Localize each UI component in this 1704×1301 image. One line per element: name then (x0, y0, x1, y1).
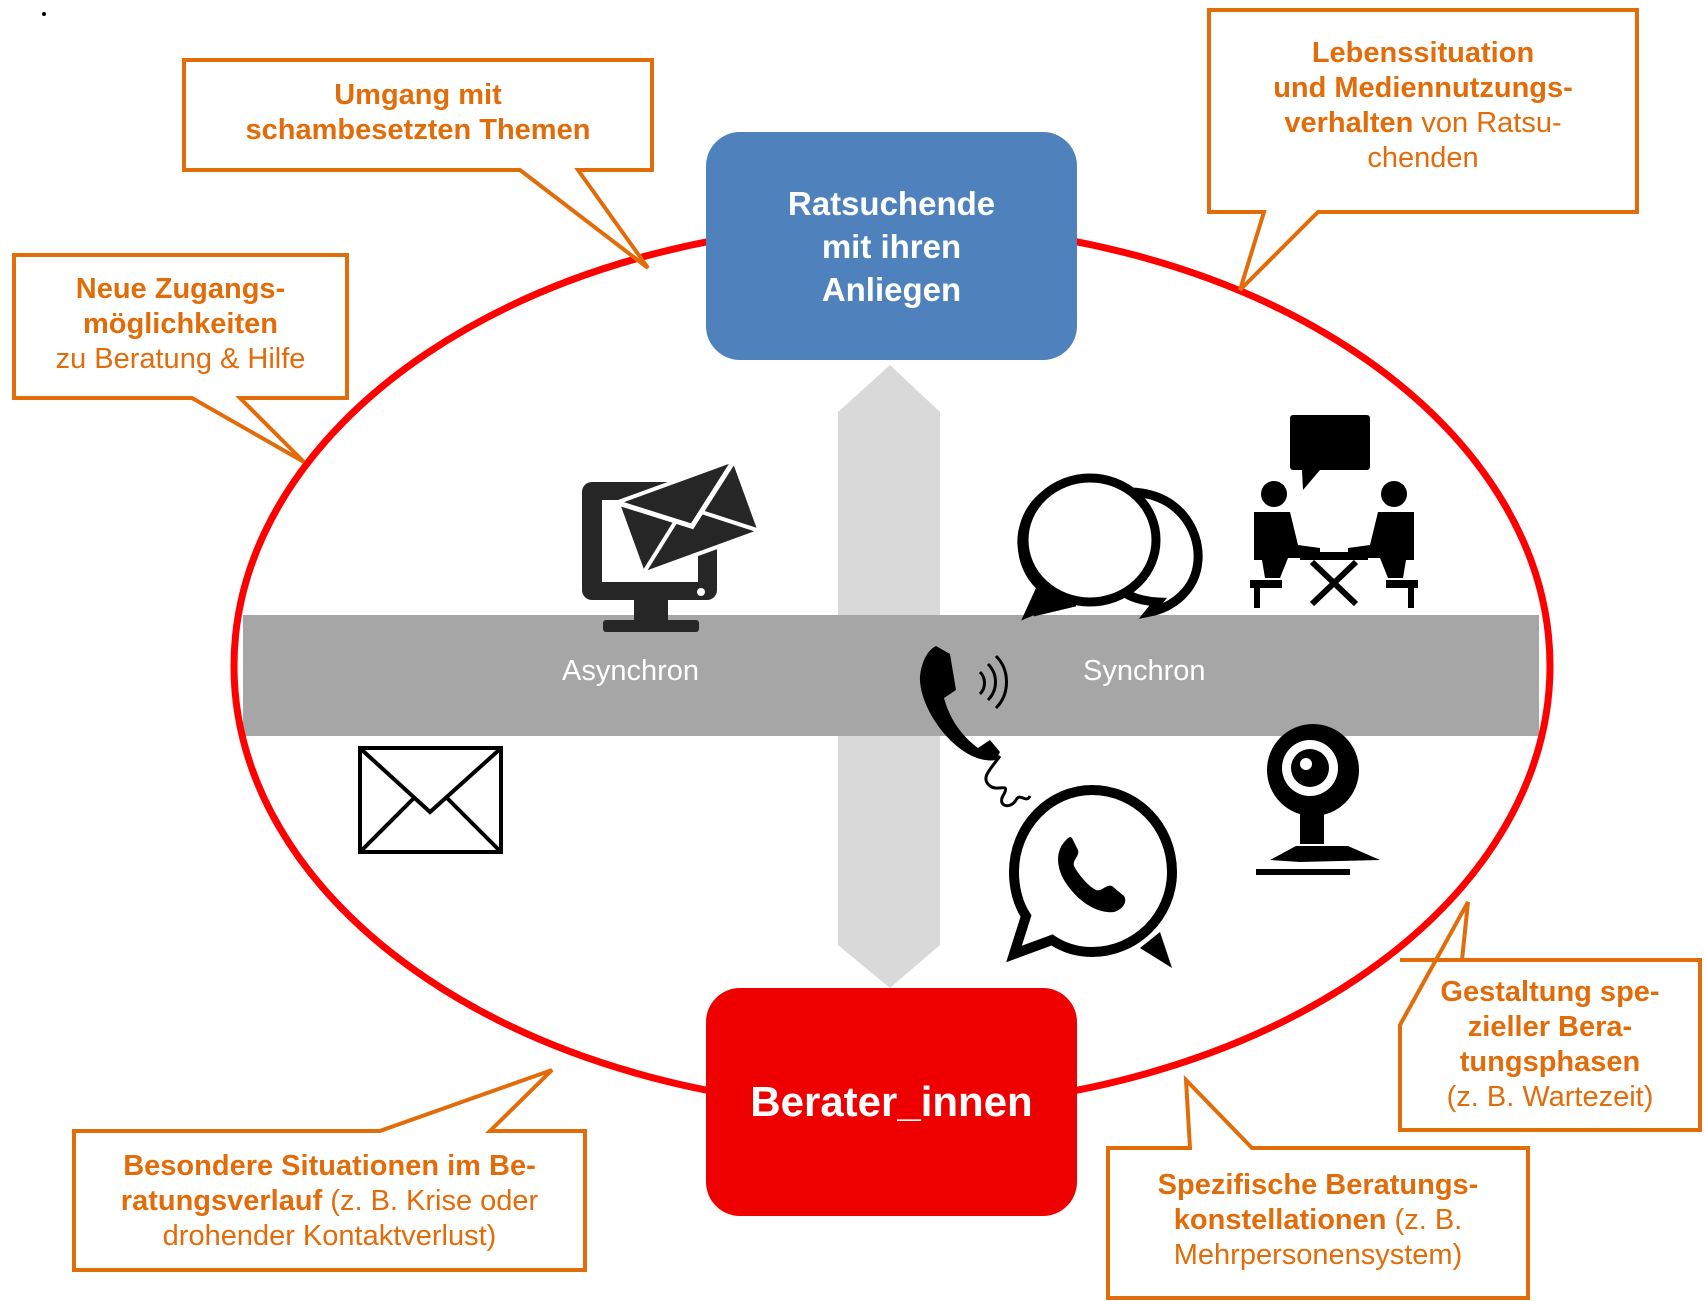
gestaltung-line-4: (z. B. Wartezeit) (1446, 1081, 1654, 1113)
computer-email-icon (582, 457, 763, 632)
neue-line-3: zu Beratung & Hilfe (55, 343, 306, 375)
lebens-line-3: verhalten von Ratsu- (1211, 106, 1635, 141)
callout-umgang-shape (182, 58, 654, 270)
spezifische-line-1: Spezifische Beratungs- (1157, 1169, 1479, 1201)
besondere-line-3: drohender Kontaktverlust) (162, 1220, 497, 1252)
gestaltung-line-2: zieller Bera- (1467, 1011, 1633, 1043)
neue-line-1: Neue Zugangs- (75, 273, 286, 305)
callout-lebens-shape (1207, 8, 1639, 292)
callout-spezifische-shape (1106, 1074, 1530, 1300)
umgang-line-2: schambesetzten Themen (245, 114, 591, 146)
callout-spezifische: Spezifische Beratungs- konstellationen (… (1110, 1168, 1526, 1273)
callout-gestaltung: Gestaltung spe- zieller Bera- tungsphase… (1402, 975, 1698, 1115)
gestaltung-line-1: Gestaltung spe- (1440, 976, 1660, 1008)
lebens-line-2: und Mediennutzungs- (1273, 72, 1573, 104)
face-to-face-meeting-icon (1250, 415, 1418, 608)
chat-bubbles-icon (1017, 473, 1203, 621)
synchron-label: Synchron (1083, 655, 1206, 687)
lebens-line-3-bold: verhalten (1284, 107, 1414, 139)
callout-lebens: Lebenssituation und Mediennutzungs- verh… (1211, 36, 1635, 176)
lebens-line-4: chenden (1367, 142, 1479, 174)
besondere-line-2-rest: (z. B. Krise oder (322, 1185, 539, 1217)
umgang-line-1: Umgang mit (334, 79, 502, 111)
callout-neue-shape (12, 253, 349, 464)
spezifische-line-2: konstellationen (z. B. (1110, 1203, 1526, 1238)
ratsuchende-line-1: Ratsuchende (787, 184, 996, 222)
callout-gestaltung-shape (1398, 901, 1702, 1132)
asynchron-label: Asynchron (562, 655, 700, 687)
callout-umgang: Umgang mit schambesetzten Themen (186, 78, 650, 148)
spezifische-line-3: Mehrpersonensystem) (1173, 1239, 1463, 1271)
gestaltung-line-3: tungsphasen (1459, 1046, 1641, 1078)
berater-label: Berater_innen (706, 988, 1077, 1216)
stray-dot (42, 12, 46, 16)
ratsuchende-line-2: mit ihren (821, 227, 962, 265)
neue-line-2: möglichkeiten (83, 308, 278, 340)
whatsapp-icon (1006, 784, 1178, 968)
telephone-icon (919, 646, 1032, 808)
besondere-line-2: ratungsverlauf (z. B. Krise oder (76, 1184, 583, 1219)
webcam-icon (1256, 724, 1380, 875)
envelope-icon (358, 746, 503, 854)
callout-besondere: Besondere Situationen im Be- ratungsverl… (76, 1149, 583, 1254)
callout-besondere-shape (72, 1068, 587, 1272)
besondere-line-2-bold: ratungsverlauf (120, 1185, 323, 1217)
callout-neue: Neue Zugangs- möglichkeiten zu Beratung … (16, 272, 345, 377)
spezifische-line-2-bold: konstellationen (1173, 1204, 1387, 1236)
berater-box (706, 988, 1077, 1216)
ratsuchende-label: Ratsuchende mit ihren Anliegen (706, 132, 1077, 360)
ratsuchende-line-3: Anliegen (821, 270, 962, 308)
lebens-line-3-rest: von Ratsu- (1413, 107, 1562, 139)
spezifische-line-2-rest: (z. B. (1386, 1204, 1463, 1236)
besondere-line-1: Besondere Situationen im Be- (123, 1150, 536, 1182)
lebens-line-1: Lebenssituation (1311, 37, 1535, 69)
berater-text: Berater_innen (750, 1078, 1033, 1125)
ratsuchende-box (706, 132, 1077, 360)
asynchron-synchron-band (243, 615, 1539, 736)
